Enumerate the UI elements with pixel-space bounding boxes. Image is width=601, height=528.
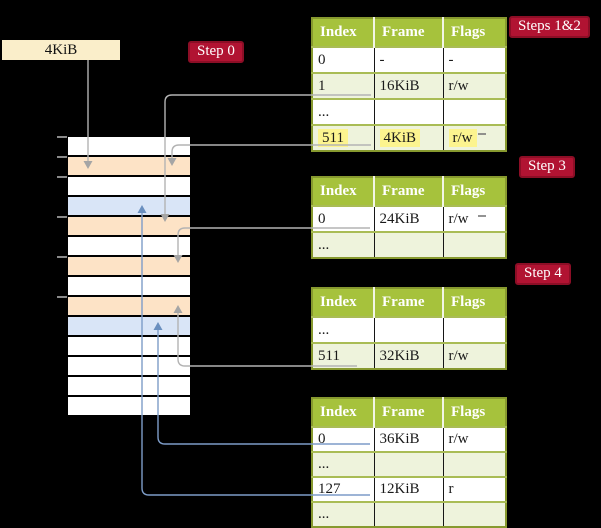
table-row: ... [312,231,506,258]
table-cell: 16KiB [374,72,444,99]
memory-frame-row-mapped [68,257,190,275]
table-cell: 0 [312,426,375,452]
badge-step-4: Step 4 [515,263,571,285]
table-cell [443,451,506,477]
memory-frame-row-new [68,317,190,335]
table-row: ... [312,451,506,477]
table-cell: r/w [443,426,506,452]
table-cell: 127 [312,476,375,502]
memory-frame-row-free [68,277,190,295]
table-cell: r/w [443,342,506,369]
memory-frame-row-free [68,237,190,255]
column-header-frame: Frame [374,398,444,427]
memory-frame-row-free [68,177,190,195]
memory-frame-row-mapped [68,217,190,235]
table-row: ... [312,316,506,343]
column-header-flags: Flags [443,177,506,206]
table-row: 511 4KiB r/w [312,124,506,151]
table-cell: 0 [312,205,375,232]
address-tick [57,296,67,298]
column-header-frame: Frame [374,18,444,47]
memory-frame-row-mapped [68,157,190,175]
table-cell: 1 [312,72,375,99]
badge-step-0: Step 0 [188,41,244,63]
column-header-index: Index [312,398,375,427]
table-cell: ... [312,501,375,527]
table-cell: ... [312,316,375,343]
highlighted-value: 511 [318,128,348,147]
address-tick [57,216,67,218]
column-header-flags: Flags [443,288,506,317]
table-row: 0-- [312,46,506,73]
table-cell [443,231,506,258]
memory-frame-row-free [68,397,190,415]
table-row: ... [312,98,506,125]
address-tick [57,176,67,178]
memory-frame-row-free [68,357,190,375]
table-cell: 4KiB [374,124,444,151]
table-cell [443,501,506,527]
table-cell: - [374,46,444,73]
table-cell: 511 [312,342,375,369]
address-tick [57,256,67,258]
physical-memory-column [68,137,190,417]
address-tick [57,156,67,158]
column-header-index: Index [312,288,375,317]
highlighted-value: 4KiB [379,128,421,147]
column-header-flags: Flags [443,398,506,427]
table-cell [374,98,444,125]
table-cell [443,316,506,343]
table-cell [374,231,444,258]
memory-frame-row-mapped [68,297,190,315]
table-cell: r/w [443,72,506,99]
memory-frame-row-free [68,377,190,395]
table-cell [443,98,506,125]
table-cell: 24KiB [374,205,444,232]
table-cell: 12KiB [374,476,444,502]
memory-frame-row-free [68,137,190,155]
table-cell: r [443,476,506,502]
table-cell [374,501,444,527]
table-cell: - [443,46,506,73]
table-cell [374,451,444,477]
table-row: ... [312,501,506,527]
column-header-flags: Flags [443,18,506,47]
table-cell: ... [312,231,375,258]
badge-steps-1-2: Steps 1&2 [509,16,590,38]
table-cell: 36KiB [374,426,444,452]
badge-step-3: Step 3 [519,156,575,178]
memory-frame-row-new [68,197,190,215]
table-cell [374,316,444,343]
highlighted-value: r/w [448,128,477,147]
table-cell: 32KiB [374,342,444,369]
table-cell: r/w [443,205,506,232]
table-cell: r/w [443,124,506,151]
table-cell: 511 [312,124,375,151]
table-cell: ... [312,98,375,125]
column-header-index: Index [312,177,375,206]
table-cell: 0 [312,46,375,73]
column-header-frame: Frame [374,177,444,206]
address-tick [57,136,67,138]
column-header-frame: Frame [374,288,444,317]
frame-size-label: 4KiB [2,40,120,60]
table-cell: ... [312,451,375,477]
column-header-index: Index [312,18,375,47]
memory-frame-row-free [68,337,190,355]
